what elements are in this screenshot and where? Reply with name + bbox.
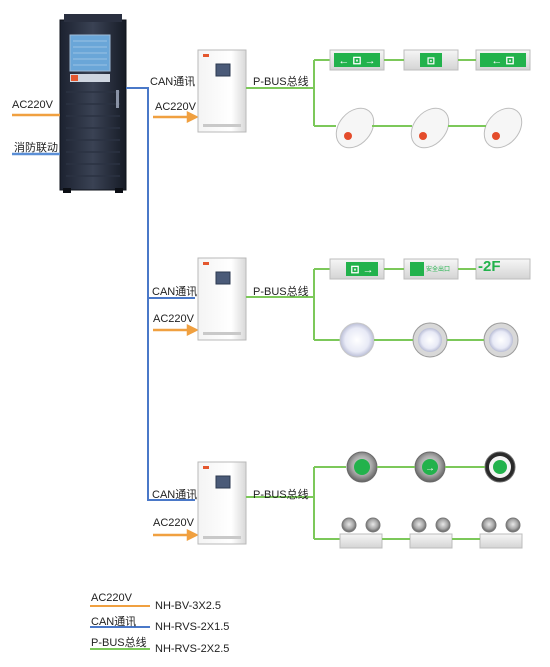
floor-sign-row3-1 xyxy=(346,451,378,483)
twin-head-light-row3-2 xyxy=(409,517,453,549)
wall-lamp-row1-3 xyxy=(483,107,523,149)
legend-can-spec: NH-RVS-2X1.5 xyxy=(155,621,230,633)
ceiling-lamp-row2-1 xyxy=(339,322,375,358)
wall-lamp-row1-2 xyxy=(410,107,450,149)
floor-sign-row3-3 xyxy=(484,451,516,483)
floor-sign-text: -2F xyxy=(478,258,501,275)
distribution-panel-2 xyxy=(197,257,247,341)
ac-arrows xyxy=(153,110,199,542)
distribution-panel-3 xyxy=(197,461,247,545)
pbus-lines xyxy=(246,59,346,540)
exit-sign-row1-3: ← ⊡ xyxy=(475,49,531,71)
ceiling-lamp-row2-2 xyxy=(412,322,448,358)
distribution-panel-1 xyxy=(197,49,247,133)
twin-head-light-row3-3 xyxy=(479,517,523,549)
pbus-label-3: P-BUS总线 xyxy=(253,489,309,501)
ac-input-label: AC220V xyxy=(12,99,53,111)
svg-text:⊡: ⊡ xyxy=(427,56,435,67)
ceiling-lamp-row2-3 xyxy=(483,322,519,358)
can-label-3: CAN通讯 xyxy=(152,489,198,501)
legend-ac-spec: NH-BV-3X2.5 xyxy=(155,600,222,612)
exit-sign-row1-2: ⊡ xyxy=(403,49,459,71)
svg-text:← ⊡ →: ← ⊡ → xyxy=(338,55,375,67)
legend-lines xyxy=(90,605,150,650)
ac-label-2: AC220V xyxy=(153,313,194,325)
can-bus-trunk xyxy=(126,87,195,501)
fire-link-label: 消防联动 xyxy=(14,142,58,154)
ac-label-1: AC220V xyxy=(155,101,196,113)
legend-pbus-name: P-BUS总线 xyxy=(91,637,147,649)
svg-text:→: → xyxy=(425,463,435,474)
wall-lamp-row1-1 xyxy=(335,107,375,149)
twin-head-light-row3-1 xyxy=(339,517,383,549)
pbus-label-2: P-BUS总线 xyxy=(253,286,309,298)
svg-text:← ⊡: ← ⊡ xyxy=(491,55,514,67)
ac-label-3: AC220V xyxy=(153,517,194,529)
pbus-label-1: P-BUS总线 xyxy=(253,76,309,88)
legend-ac-name: AC220V xyxy=(91,592,132,604)
main-control-cabinet xyxy=(59,14,127,193)
exit-sign-row2-1: ⊡ → xyxy=(329,258,385,280)
floor-sign-row3-2: → xyxy=(414,451,446,483)
safety-exit-text: 安全出口 xyxy=(426,267,451,273)
svg-text:⊡ →: ⊡ → xyxy=(350,264,373,276)
can-label-2: CAN通讯 xyxy=(152,286,198,298)
legend-pbus-spec: NH-RVS-2X2.5 xyxy=(155,643,230,655)
legend-can-name: CAN通讯 xyxy=(91,616,137,628)
can-label-1: CAN通讯 xyxy=(150,76,196,88)
exit-sign-row1-1: ← ⊡ → xyxy=(329,49,385,71)
